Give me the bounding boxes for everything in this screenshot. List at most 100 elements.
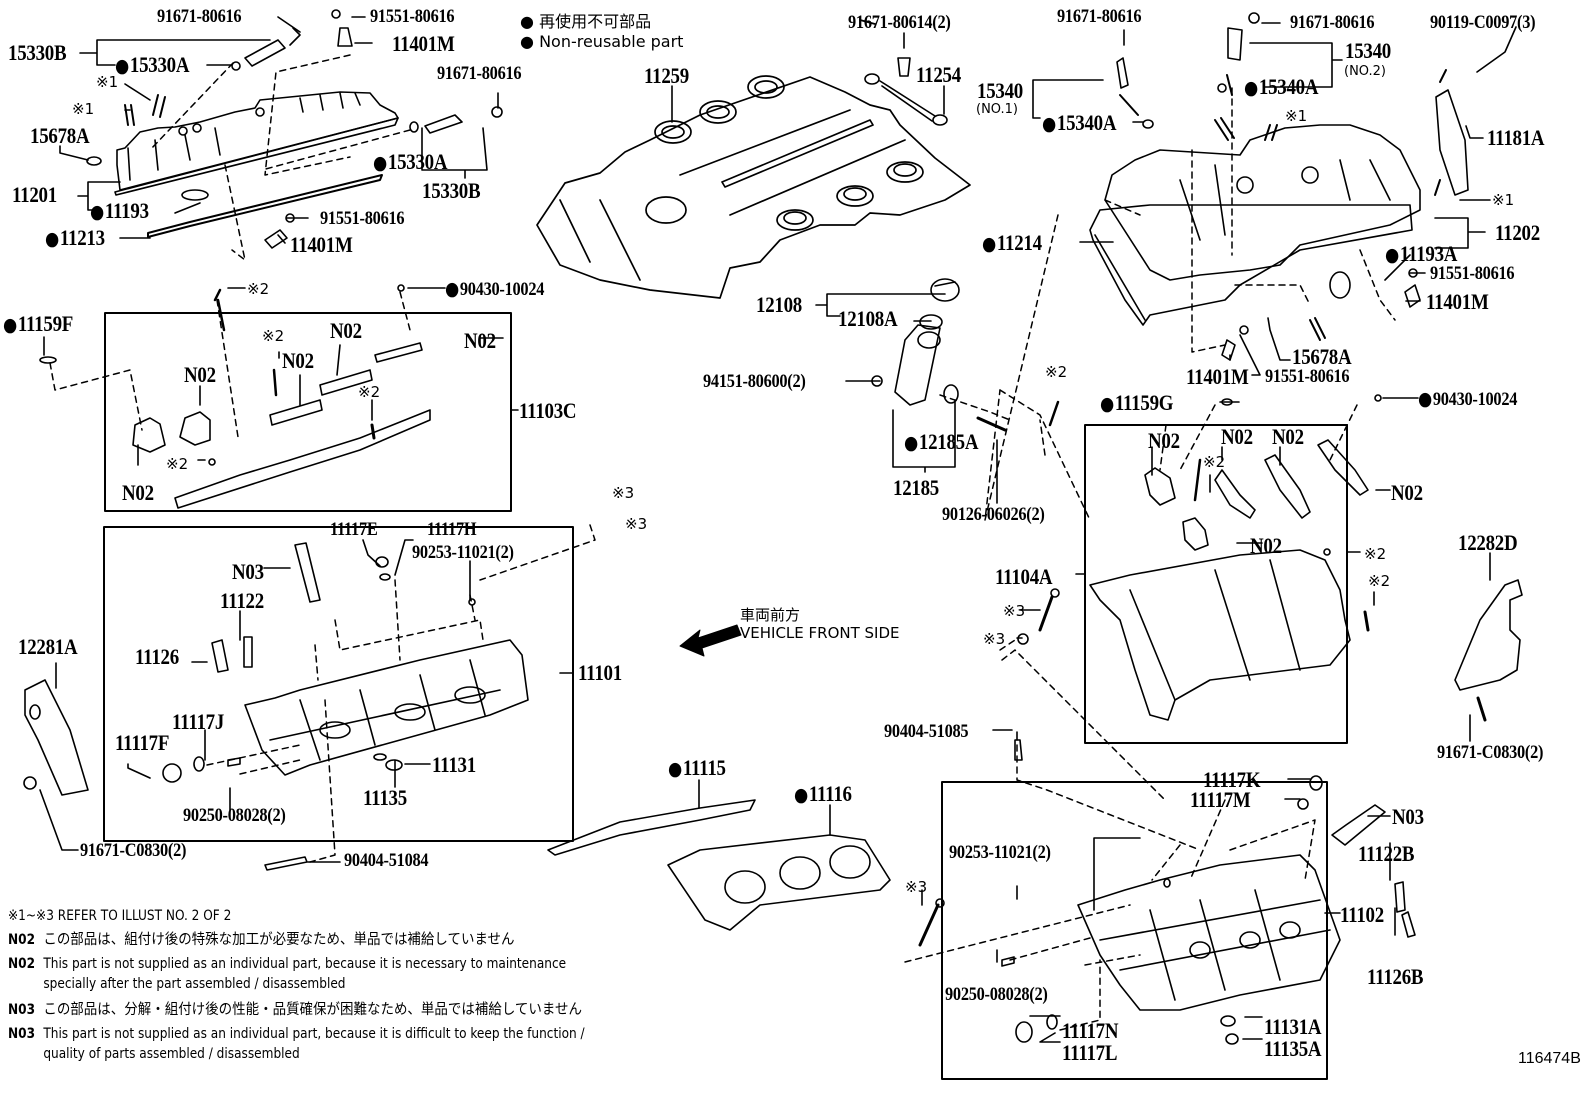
part-label[interactable]: 11104A — [995, 564, 1053, 589]
part-label[interactable]: 90119-C0097(3) — [1430, 12, 1536, 33]
part-label[interactable]: 91671-80614(2) — [848, 12, 951, 33]
part-label[interactable]: 11131A — [1264, 1014, 1322, 1039]
part-label[interactable]: 12108 — [756, 292, 803, 317]
part-label[interactable]: 90404-51085 — [884, 721, 969, 742]
part-label[interactable]: 11117M — [1190, 787, 1251, 812]
box-11101 — [103, 526, 574, 842]
part-label[interactable]: 11122B — [1358, 841, 1415, 866]
part-label-nonreusable[interactable]: 11159G — [1100, 392, 1174, 415]
part-label[interactable]: 94151-80600(2) — [703, 371, 806, 392]
part-label[interactable]: 15340 — [1345, 38, 1392, 63]
vehicle-front-en: VEHICLE FRONT SIDE — [740, 624, 900, 642]
part-label[interactable]: 11181A — [1487, 125, 1545, 150]
part-label[interactable]: 91551-80616 — [320, 208, 405, 229]
part-label[interactable]: 90250-08028(2) — [945, 984, 1048, 1005]
part-label[interactable]: 11126 — [135, 644, 179, 669]
part-label-nonreusable[interactable]: 11159F — [3, 313, 73, 336]
n02-label[interactable]: N02 — [122, 480, 154, 505]
part-label[interactable]: 11126B — [1367, 964, 1424, 989]
part-label[interactable]: 91671-80616 — [437, 63, 522, 84]
part-label[interactable]: 11131 — [432, 752, 476, 777]
part-label-nonreusable[interactable]: 11115 — [668, 757, 726, 780]
part-label[interactable]: 11135 — [363, 785, 407, 810]
part-label[interactable]: 11401M — [290, 232, 353, 257]
part-label[interactable]: 91671-80616 — [1290, 12, 1375, 33]
part-label-nonreusable[interactable]: 12185A — [904, 431, 979, 454]
part-label[interactable]: 11401M — [1186, 364, 1249, 389]
n02-label[interactable]: N02 — [1148, 428, 1180, 453]
part-label[interactable]: 11122 — [220, 588, 264, 613]
n02-label[interactable]: N02 — [1250, 533, 1282, 558]
ref-mark: ※3 — [612, 484, 635, 502]
part-label[interactable]: 91671-80616 — [1057, 6, 1142, 27]
part-label[interactable]: 91671-80616 — [157, 6, 242, 27]
part-label[interactable]: 91671-C0830(2) — [80, 840, 187, 861]
ref-mark: ※3 — [625, 515, 648, 533]
part-label[interactable]: 11401M — [1426, 289, 1489, 314]
part-label[interactable]: 15330B — [422, 178, 481, 203]
part-label[interactable]: 12185 — [893, 475, 940, 500]
part-label-nonreusable[interactable]: 15340A — [1042, 112, 1117, 135]
n03-label[interactable]: N03 — [1392, 804, 1424, 829]
ref-mark: ※2 — [358, 383, 381, 401]
n02-label[interactable]: N02 — [464, 328, 496, 353]
n02-label[interactable]: N02 — [1221, 424, 1253, 449]
part-label[interactable]: 11202 — [1495, 220, 1540, 245]
part-label[interactable]: 11117N — [1062, 1018, 1119, 1043]
note-tag: N02 — [8, 956, 36, 972]
part-label[interactable]: 11201 — [12, 182, 57, 207]
part-label[interactable]: 11102 — [1340, 902, 1384, 927]
part-label-nonreusable[interactable]: 15340A — [1244, 76, 1319, 99]
part-label[interactable]: 91551-80616 — [1265, 366, 1350, 387]
ref-mark: ※1 — [72, 100, 95, 118]
part-label[interactable]: 12281A — [18, 634, 78, 659]
ref-mark: ※1 — [96, 73, 119, 91]
part-label-nonreusable[interactable]: 11193 — [90, 200, 149, 223]
part-label[interactable]: 11135A — [1264, 1036, 1322, 1061]
part-label[interactable]: 11254 — [916, 62, 961, 87]
part-label[interactable]: 90250-08028(2) — [183, 805, 286, 826]
n02-label[interactable]: N02 — [1272, 424, 1304, 449]
part-label-nonreusable[interactable]: 11193A — [1385, 243, 1458, 266]
bracket-11254 — [864, 57, 948, 126]
part-label[interactable]: 15678A — [30, 123, 90, 148]
part-label-nonreusable[interactable]: 11213 — [45, 227, 105, 250]
part-label[interactable]: 11117H — [427, 519, 477, 540]
part-label[interactable]: 11101 — [578, 660, 622, 685]
n02-label[interactable]: N02 — [184, 362, 216, 387]
part-label-nonreusable[interactable]: 11214 — [982, 232, 1042, 255]
n03-label[interactable]: N03 — [232, 559, 264, 584]
part-label[interactable]: 15340 — [977, 78, 1024, 103]
part-label[interactable]: 11117L — [1062, 1040, 1118, 1065]
part-label[interactable]: 90253-11021(2) — [412, 542, 514, 563]
part-label[interactable]: 11117F — [115, 730, 170, 755]
part-sublabel: (NO.2) — [1344, 64, 1386, 79]
part-label[interactable]: 91551-80616 — [1430, 263, 1515, 284]
part-label[interactable]: 12108A — [838, 306, 898, 331]
part-label-nonreusable[interactable]: 11116 — [794, 783, 852, 806]
part-label[interactable]: 11259 — [644, 63, 689, 88]
part-label[interactable]: 11117J — [172, 709, 225, 734]
part-label[interactable]: 11117E — [330, 519, 378, 540]
part-label[interactable]: 12282D — [1458, 530, 1518, 555]
part-label[interactable]: 91671-C0830(2) — [1437, 742, 1544, 763]
box-11103C — [104, 312, 512, 512]
part-label[interactable]: 11117K — [1203, 767, 1261, 792]
part-label-nonreusable[interactable]: 90430-10024 — [445, 279, 545, 300]
n02-label[interactable]: N02 — [330, 318, 362, 343]
part-label[interactable]: 90253-11021(2) — [949, 842, 1051, 863]
part-label[interactable]: 91551-80616 — [370, 6, 455, 27]
leader-lines — [39, 16, 1517, 1043]
part-label[interactable]: 15330B — [8, 40, 67, 65]
part-label[interactable]: 11401M — [392, 31, 455, 56]
part-label-nonreusable[interactable]: 15330A — [373, 151, 448, 174]
part-label[interactable]: 11103C — [519, 398, 577, 423]
part-label[interactable]: 90404-51084 — [344, 850, 429, 871]
part-label-nonreusable[interactable]: 15330A — [115, 54, 190, 77]
part-label[interactable]: 15678A — [1292, 344, 1352, 369]
part-label[interactable]: 90126-06026(2) — [942, 504, 1045, 525]
n02-label[interactable]: N02 — [282, 348, 314, 373]
part-label-nonreusable[interactable]: 90430-10024 — [1418, 389, 1518, 410]
ref-mark: ※2 — [1368, 572, 1391, 590]
n02-label[interactable]: N02 — [1391, 480, 1423, 505]
